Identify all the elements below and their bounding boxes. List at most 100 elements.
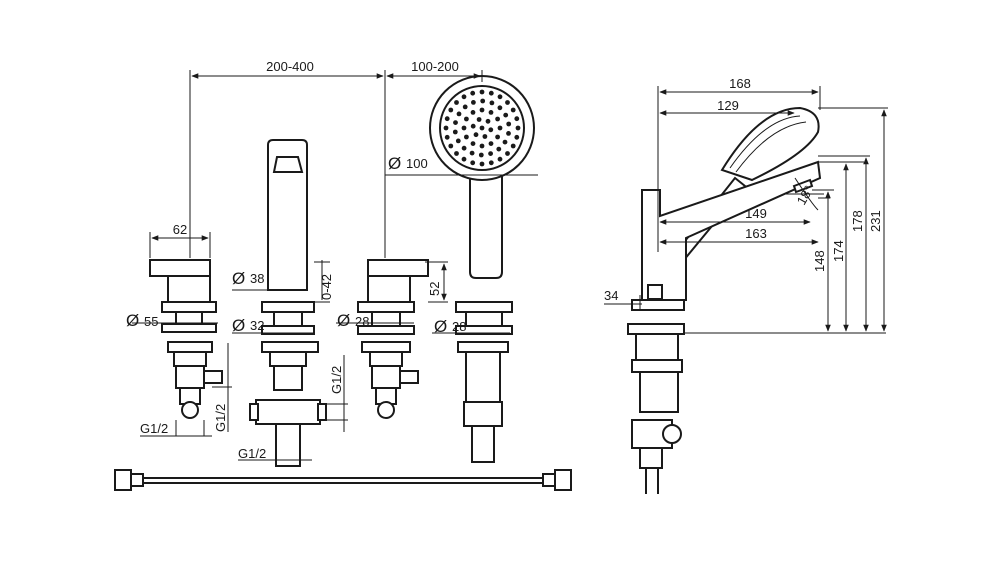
diameter-symbol: Ø [434,317,447,336]
valve-left [149,259,223,419]
nozzle [495,134,500,140]
dim-spacing-main: 200-400 [266,59,314,74]
nozzle [497,94,503,100]
nozzle [461,156,467,162]
diameter-symbol: Ø [337,311,350,330]
nozzle [448,107,454,113]
side-dimensions [604,86,888,334]
nozzle [470,160,476,166]
nozzle [485,118,491,124]
nozzle [495,116,500,122]
dim-side-height-top: 174 [831,240,846,262]
nozzle [452,129,458,135]
nozzle [454,151,459,156]
diameter-symbol: Ø [232,316,245,335]
dim-valve-width: 62 [173,222,187,237]
diameter-symbol: Ø [126,311,139,330]
nozzle [464,134,469,140]
nozzle [488,127,494,133]
nozzle [470,90,476,96]
valve-center-handle [367,259,429,277]
nozzle [505,100,510,105]
dim-side-total-depth: 168 [729,76,751,91]
dim-center-flange-diameter: 28 [355,314,369,329]
dim-thread-center-vertical: G1/2 [329,366,344,394]
nozzle [506,121,512,127]
nozzle [454,100,459,105]
nozzle [443,125,449,131]
nozzle [464,116,469,122]
nozzle [479,143,485,149]
dim-spout-flange-diameter: 32 [250,318,264,333]
nozzle [479,89,485,95]
dim-spout-range: 0-42 [319,274,334,300]
dim-thread-bottom: G1/2 [238,446,266,461]
dim-side-height-spout: 178 [850,210,865,232]
nozzle [470,110,476,115]
nozzle [506,131,511,136]
nozzle [478,152,484,158]
dim-side-height-total: 231 [868,210,883,232]
shower-handle [469,174,503,279]
dim-side-height-outlet: 148 [812,250,827,272]
nozzle [489,100,495,106]
nozzle [515,125,521,131]
dim-valve-flange-diameter: 55 [144,314,158,329]
nozzle [461,125,467,131]
nozzle [482,134,488,139]
dim-side-head-depth: 129 [717,98,739,113]
nozzle [480,98,486,104]
nozzle [488,110,494,115]
valve-center-body [367,275,411,303]
hand-shower-front [429,75,535,463]
nozzle [469,150,475,156]
nozzle [456,111,462,117]
nozzle [455,138,461,144]
dim-side-spout-reach: 149 [745,206,767,221]
nozzle [502,139,508,145]
nozzle [514,134,520,140]
nozzle [470,141,476,147]
nozzle [470,123,476,129]
nozzle [461,94,467,100]
nozzle [510,143,516,149]
dim-shower-head-diameter: 100 [406,156,428,171]
nozzle [479,125,485,131]
nozzle [497,156,503,162]
front-dimensions [132,70,538,461]
nozzle [444,116,450,122]
nozzle [453,120,458,125]
spout-aerator [272,156,304,173]
dim-thread-left: G1/2 [140,421,168,436]
dim-side-deck: 34 [604,288,618,303]
nozzle [476,117,482,122]
dim-spout-diameter: 38 [250,271,264,286]
dim-thread-left-vertical: G1/2 [213,404,228,432]
dim-shower-flange-diameter: 28 [452,319,466,334]
diameter-symbol: Ø [388,154,401,173]
dim-handle-height: 52 [427,282,442,296]
dim-side-spout-depth: 163 [745,226,767,241]
nozzle [488,90,494,96]
valve-center [357,259,429,419]
nozzle [497,125,503,131]
nozzle [479,107,485,113]
nozzle [479,161,485,167]
dim-spacing-shower: 100-200 [411,59,459,74]
nozzle [488,151,493,157]
side-shower-head [720,106,820,182]
spout-front [249,139,327,467]
nozzle [471,100,476,105]
nozzle [488,160,494,166]
nozzle [444,134,450,140]
shower-nozzles [443,89,521,167]
valve-left-body [167,275,211,303]
nozzle [461,145,467,151]
nozzle [503,112,509,118]
shower-hose [114,469,572,491]
nozzle [488,141,494,147]
valve-left-flange [161,301,217,313]
nozzle [462,104,468,110]
nozzle [473,132,479,138]
